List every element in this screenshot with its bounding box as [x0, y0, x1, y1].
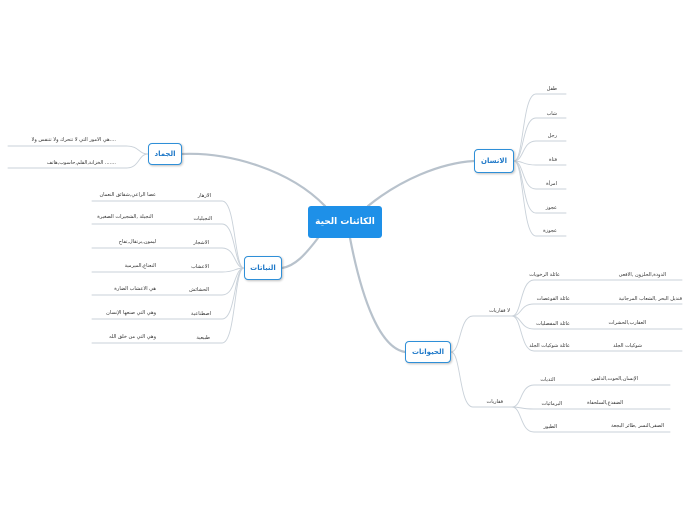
plants-example: عصا الراعي,شقائق النعمان	[99, 192, 156, 198]
insan-item: فتاة	[548, 157, 557, 163]
plants-leaf-connector	[161, 267, 245, 320]
insan-item: شاب	[546, 111, 557, 117]
invertebrate-family: عائلة شوكيات الجلد	[529, 343, 570, 349]
insan-item: رجل	[547, 133, 557, 139]
plants-leaf-connector	[161, 200, 245, 269]
branch-animals	[348, 236, 407, 354]
animals-vertebrates-connector	[450, 351, 513, 408]
topic-plants[interactable]: النباتات	[244, 256, 282, 280]
animals-group-invertebrates: لا فقاريات	[489, 308, 510, 314]
branch-insan	[366, 159, 476, 208]
topic-animals[interactable]: الحيوانات	[405, 341, 451, 363]
topic-insan[interactable]: الانسان	[474, 149, 514, 173]
plants-leaf-connector	[161, 267, 245, 273]
jamad-item-definition: هي الامور التي لا تتحرك ولا تتنفس ولا...…	[31, 137, 117, 143]
plants-example: هي الاعشاب الضارة	[114, 286, 156, 292]
vertebrate-leaf-connector	[511, 406, 573, 410]
invertebrate-example: العقارب,الحشرات	[608, 320, 646, 326]
insan-leaf-connector	[513, 93, 567, 162]
vertebrate-class: الثديات	[540, 377, 555, 383]
vertebrate-example: الصقر,النسر ,طائر البجعة	[611, 423, 664, 429]
vertebrate-class: البرمائيات	[541, 401, 562, 407]
plants-category: الاعشاب	[191, 264, 209, 270]
plants-example: النعناع,الميرمية	[124, 263, 156, 269]
insan-item: امرأة	[546, 181, 557, 187]
invertebrate-example: شوكيات الجلد	[613, 343, 642, 349]
invertebrate-leaf-connector	[511, 303, 581, 317]
plants-category: الحشائش	[189, 287, 209, 293]
plants-category: الازهار	[197, 193, 211, 199]
invertebrate-family: عائلة المفصليات	[536, 321, 570, 327]
plants-leaf-connector	[161, 223, 245, 269]
vertebrate-leaf-connector	[511, 384, 573, 408]
jamad-leaf-connector	[7, 153, 149, 169]
plants-example: ليمون,برتقال,تفاح	[118, 239, 156, 245]
insan-leaf-connector	[513, 160, 567, 166]
animals-group-vertebrates: فقاريات	[486, 399, 503, 405]
vertebrate-example: الضفدع,السلحفاة	[587, 400, 623, 406]
central-topic[interactable]: الكائنات الحية	[308, 206, 382, 238]
insan-item: طفل	[546, 86, 557, 92]
plants-example: وهي التي من خلق الله	[109, 334, 156, 340]
invertebrate-leaf-connector	[511, 279, 581, 317]
topic-jamad[interactable]: الجماد	[148, 143, 182, 165]
invertebrate-example: قنديل البحر ,الشعاب المرجانية	[618, 296, 682, 302]
insan-leaf-connector	[513, 140, 567, 162]
plants-category: النجيليات	[193, 216, 212, 222]
invertebrate-family: عائلة القوعصات	[536, 296, 570, 302]
invertebrate-leaf-connector	[511, 315, 581, 352]
invertebrate-example: الدودة,الحلزون ,الافعى	[618, 272, 666, 278]
animals-invertebrates-connector	[450, 315, 513, 353]
vertebrate-example: الإنسان,الحوت,الدلفين	[591, 376, 638, 382]
insan-leaf-connector	[513, 117, 567, 162]
invertebrate-family: عائلة الرخويات	[529, 272, 560, 278]
plants-category: الاشجار	[193, 240, 209, 246]
insan-item: عجوزة	[543, 228, 557, 234]
plants-category: طبيعية	[196, 335, 210, 341]
insan-item: عجوز	[545, 205, 557, 211]
plants-category: اصطناعية	[191, 311, 211, 317]
insan-leaf-connector	[513, 160, 567, 237]
plants-example: وهي التي صنعها الإنسان	[106, 310, 156, 316]
branch-jamad	[180, 152, 327, 208]
plants-leaf-connector	[161, 267, 245, 344]
vertebrate-class: الطيور	[543, 424, 557, 430]
branch-plants	[280, 236, 320, 270]
jamad-item-examples: الخزانة,القلم,حاسوب,هاتف .......	[46, 160, 116, 166]
plants-leaf-connector	[161, 247, 245, 269]
jamad-leaf-connector	[7, 145, 149, 155]
plants-example: النجيلة ,الشجيرات الصغيرة	[97, 214, 153, 220]
vertebrate-leaf-connector	[511, 406, 573, 433]
